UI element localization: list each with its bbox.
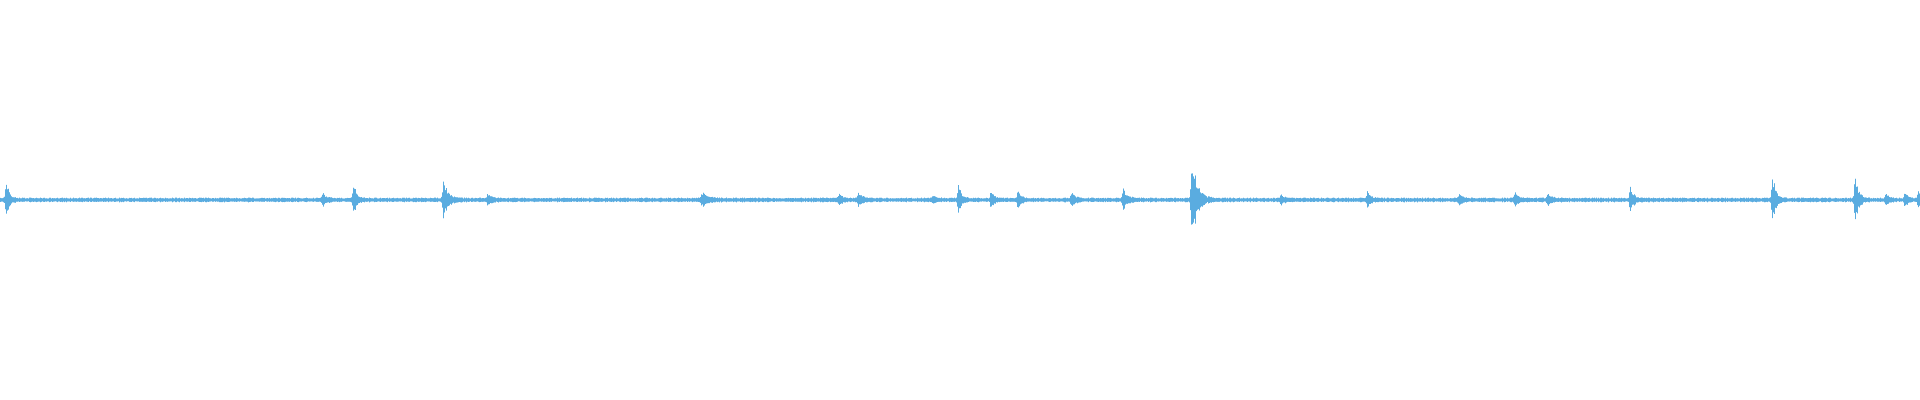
waveform-trace <box>0 173 1920 225</box>
